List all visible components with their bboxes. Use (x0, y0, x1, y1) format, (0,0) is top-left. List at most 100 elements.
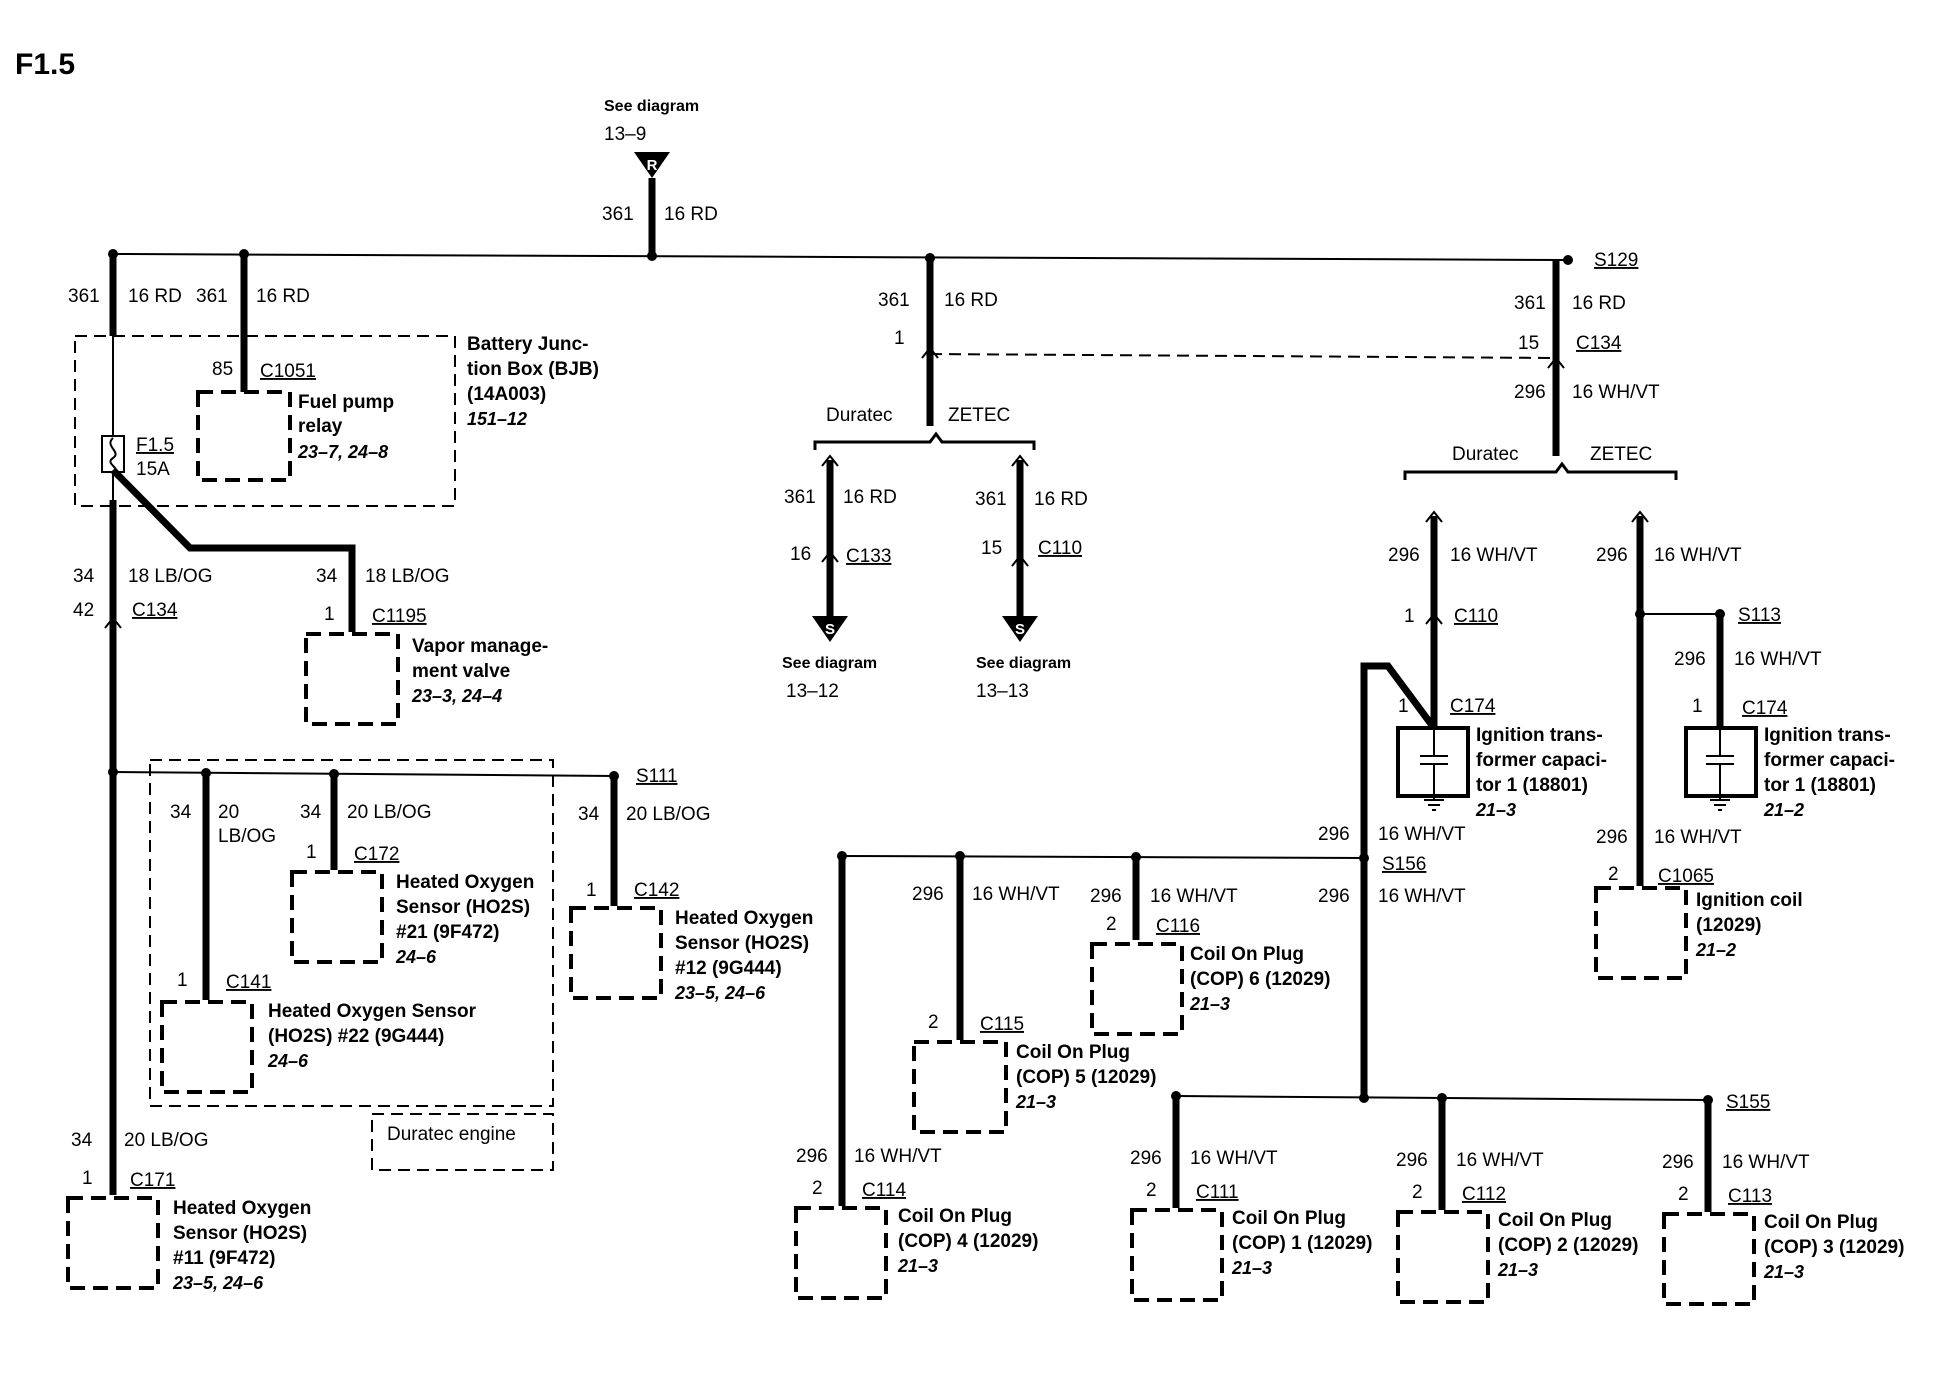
ho2s12-name-3: #12 (9G444) (675, 958, 782, 979)
ignition-coil-pin: 2 (1608, 864, 1619, 885)
cop3-name-2: (COP) 3 (12029) (1764, 1237, 1904, 1258)
cap-zetec-pin: 1 (1692, 696, 1703, 717)
coil-on-plug-4 (794, 1206, 888, 1300)
ho2s21-ref: 24–6 (395, 947, 437, 967)
cop5-connector: C115 (980, 1014, 1024, 1035)
vapor-name-2: ment valve (412, 661, 510, 682)
relay-ref: 23–7, 24–8 (297, 442, 388, 462)
cop4-ref: 21–3 (897, 1256, 938, 1276)
ho2s21-color: 20 LB/OG (347, 802, 432, 823)
bjb-name-1: Battery Junc- (467, 334, 588, 355)
fuse-id: F1.5 (136, 435, 174, 456)
s156-out-circuit: 296 (1318, 886, 1350, 907)
cop6-color: 16 WH/VT (1150, 886, 1238, 907)
relay-name-1: Fuel pump (298, 392, 394, 413)
c133-pin: 16 (790, 544, 811, 565)
fuse-rating: 15A (136, 459, 170, 480)
cop4-pin: 2 (812, 1178, 823, 1199)
battery-junction-box (74, 335, 456, 507)
left-main-circuit: 34 (73, 566, 95, 587)
bjb-feed-right-color: 16 RD (256, 286, 310, 307)
splice-s111-label: S111 (636, 766, 678, 787)
ho2s22-name-2: (HO2S) #22 (9G444) (268, 1026, 444, 1047)
c110-connector-mark (1011, 554, 1029, 567)
c134-left-pin: 42 (73, 600, 94, 621)
c133-color: 16 RD (843, 487, 897, 508)
cop6-circuit: 296 (1090, 886, 1122, 907)
cap-zetec-name-3: tor 1 (18801) (1764, 775, 1876, 796)
c110-circuit: 361 (975, 489, 1007, 510)
c110-see: See diagram (976, 655, 1071, 672)
ho2s21-pin: 1 (306, 842, 317, 863)
c134-out-color: 16 WH/VT (1572, 382, 1660, 403)
coil-on-plug-5 (912, 1040, 1008, 1134)
ho2s21-name-2: Sensor (HO2S) (396, 897, 530, 918)
c133-connector-mark (821, 550, 839, 563)
cop1-connector: C111 (1196, 1182, 1239, 1203)
cop1-name-2: (COP) 1 (12029) (1232, 1233, 1372, 1254)
cop5-name-2: (COP) 5 (12029) (1016, 1067, 1156, 1088)
coil-on-plug-3 (1662, 1212, 1756, 1306)
ho2s11-name-1: Heated Oxygen (173, 1198, 311, 1219)
middle-duratec: Duratec (826, 405, 893, 426)
ho2s11-pin: 1 (82, 1168, 93, 1189)
splice-s129 (1563, 255, 1573, 265)
relay-name-2: relay (298, 416, 343, 437)
cop2-ref: 21–3 (1497, 1260, 1538, 1280)
ignition-coil-ref: 21–2 (1695, 940, 1736, 960)
bjb-name-2: tion Box (BJB) (467, 359, 599, 380)
capacitor-zetec-symbol (1706, 728, 1734, 811)
c133-circuit: 361 (784, 487, 816, 508)
cap-duratec-name-2: former capaci- (1476, 750, 1607, 771)
ho2s22-pin: 1 (177, 970, 188, 991)
ho2s-22-sensor (160, 1000, 254, 1094)
source-page: 13–9 (604, 124, 646, 145)
vapor-connector: C1195 (372, 606, 427, 627)
ignition-coil (1594, 886, 1688, 980)
vapor-pin: 1 (324, 604, 335, 625)
ho2s11-name-3: #11 (9F472) (173, 1248, 275, 1269)
splice-left-s111 (108, 767, 118, 777)
c110-symbol: S (1015, 621, 1025, 638)
main-feed-color: 16 RD (664, 204, 718, 225)
cap-zetec-name-2: former capaci- (1764, 750, 1895, 771)
cop4-name-2: (COP) 4 (12029) (898, 1231, 1038, 1252)
c134-right-connector: C134 (1576, 333, 1622, 354)
bus-wire (112, 253, 1569, 261)
cop1-ref: 21–3 (1231, 1258, 1272, 1278)
ho2s21-connector: C172 (354, 844, 399, 865)
cap-duratec-ref: 21–3 (1475, 800, 1516, 820)
duratec-engine-region (149, 759, 554, 1107)
ho2s11-circuit: 34 (71, 1130, 93, 1151)
s156-in-color: 16 WH/VT (1378, 824, 1466, 845)
splice-s156-out (1359, 1093, 1369, 1103)
cop3-color: 16 WH/VT (1722, 1152, 1810, 1173)
bjb-feed-left-circuit: 361 (68, 286, 100, 307)
cop6-name-2: (COP) 6 (12029) (1190, 969, 1330, 990)
cop4-name-1: Coil On Plug (898, 1206, 1012, 1227)
ho2s12-name-2: Sensor (HO2S) (675, 933, 809, 954)
source-symbol: R (647, 157, 658, 174)
vapor-color: 18 LB/OG (365, 566, 450, 587)
ignition-coil-name-2: (12029) (1696, 915, 1762, 936)
splice-s129-label: S129 (1594, 250, 1638, 271)
splice-s156-label: S156 (1382, 854, 1426, 875)
bjb-feed-left-color: 16 RD (128, 286, 182, 307)
ho2s-12-sensor (569, 906, 663, 1000)
ho2s12-connector: C142 (634, 880, 679, 901)
bus-splice-main (647, 251, 657, 261)
s129-color: 16 RD (1572, 293, 1626, 314)
ho2s12-pin: 1 (586, 880, 597, 901)
splice-zetec (1635, 609, 1645, 619)
fuel-pump-relay (196, 390, 292, 482)
c134-right-mark (1547, 356, 1565, 369)
c110-connector: C110 (1038, 538, 1082, 559)
page-title: F1.5 (15, 48, 75, 81)
cap-zetec-ref: 21–2 (1763, 800, 1804, 820)
vapor-valve-wire (110, 467, 356, 632)
s113-circuit: 296 (1674, 649, 1706, 670)
duratec-cap-color: 16 WH/VT (1450, 545, 1538, 566)
ho2s22-circuit: 34 (170, 802, 192, 823)
cop2-connector: C112 (1462, 1184, 1506, 1205)
c134-left-mark (104, 616, 122, 629)
